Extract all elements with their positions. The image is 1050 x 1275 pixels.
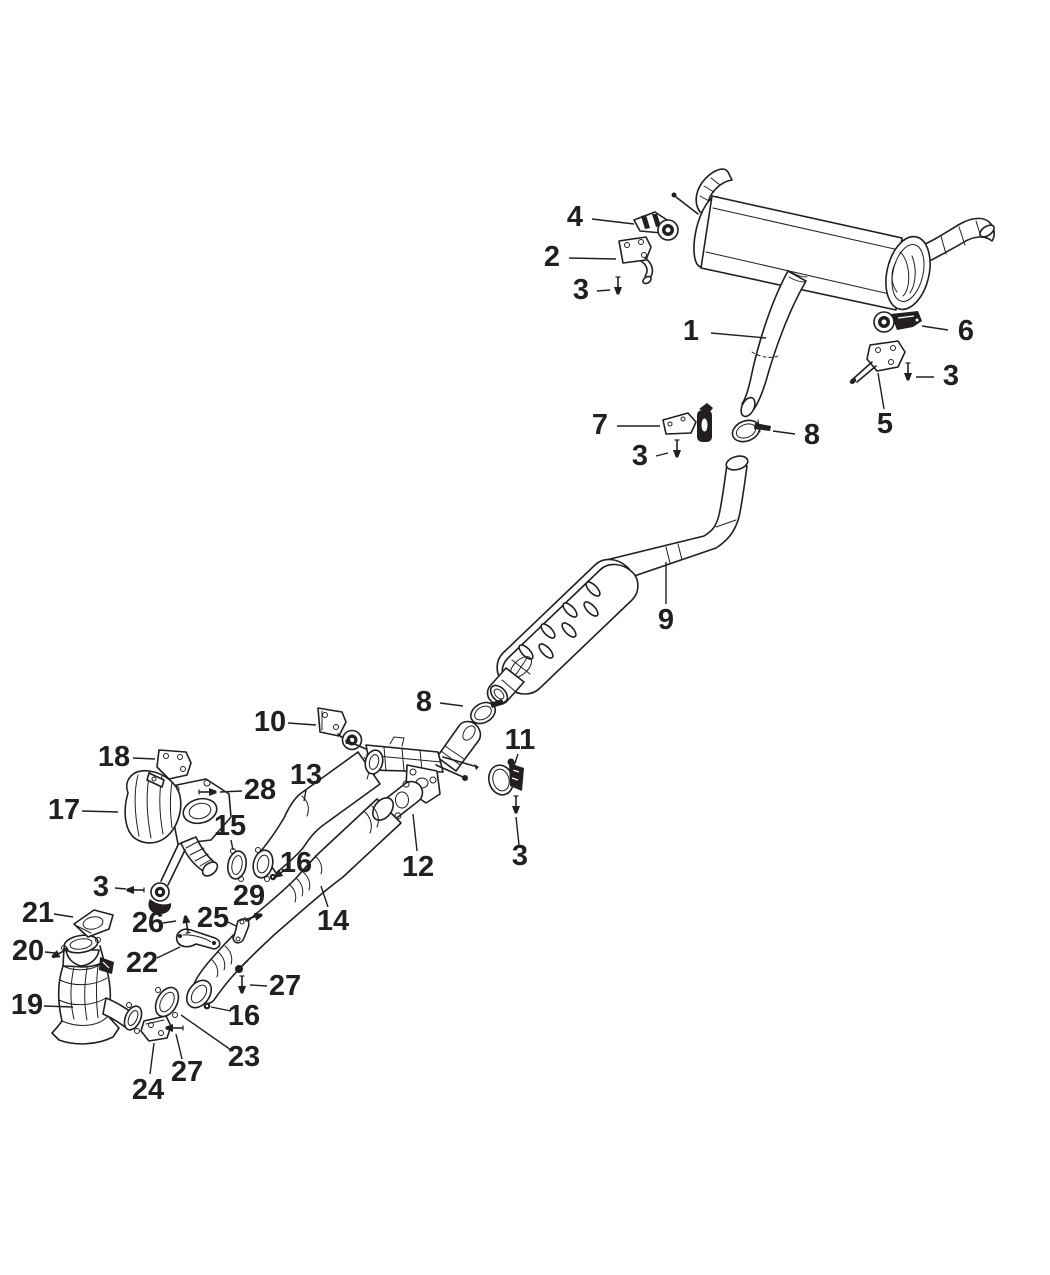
screw-3-mid [672, 439, 682, 459]
leader-line-26 [162, 920, 177, 924]
callout-16: 16 [228, 1000, 260, 1032]
callout-12: 12 [402, 851, 434, 883]
isolator-bracket-10 [317, 707, 363, 751]
callout-27: 27 [269, 970, 301, 1002]
leader-line-1 [710, 332, 767, 339]
leader-line-24 [149, 1042, 155, 1075]
strap-25 [232, 918, 250, 944]
callout-6: 6 [958, 315, 974, 347]
callout-5: 5 [877, 408, 893, 440]
callout-8: 8 [804, 419, 820, 451]
leader-line-10 [287, 722, 317, 726]
leader-line-19 [43, 1005, 74, 1008]
callout-24: 24 [132, 1074, 164, 1106]
muffler-assembly [671, 168, 995, 418]
leader-line-6 [921, 325, 949, 331]
gasket-23 [154, 986, 180, 1018]
support-bracket-5 [849, 340, 906, 384]
leader-line-18 [132, 757, 156, 760]
callout-21: 21 [22, 897, 54, 929]
callout-13: 13 [290, 759, 322, 791]
leader-line-12 [412, 813, 418, 852]
screw-3-left [125, 885, 145, 895]
leader-line-17 [81, 810, 119, 813]
callout-7: 7 [592, 409, 608, 441]
callout-3: 3 [943, 360, 959, 392]
converter-19 [51, 934, 143, 1045]
callout-20: 20 [12, 935, 44, 967]
callout-18: 18 [98, 741, 130, 773]
leader-line-27 [249, 984, 268, 987]
isolator-bracket-4 [633, 211, 679, 241]
band-clamp-8-lower [469, 699, 504, 725]
callout-3: 3 [512, 840, 528, 872]
leader-line-3 [515, 816, 520, 846]
isolator-6 [873, 311, 922, 333]
clamp-11 [487, 758, 524, 796]
callout-19: 19 [11, 989, 43, 1021]
converter-shield-17 [124, 769, 232, 915]
support-bracket-2 [618, 236, 654, 285]
callout-3: 3 [632, 440, 648, 472]
callout-4: 4 [567, 201, 583, 233]
leader-line-3 [655, 452, 669, 457]
leader-arrowhead [272, 869, 284, 879]
screw-3-right [903, 362, 913, 382]
leader-line-13 [303, 789, 307, 802]
leader-line-16 [210, 1006, 232, 1012]
leader-line-11 [511, 753, 519, 773]
callout-15: 15 [214, 810, 246, 842]
leader-line-23 [180, 1014, 232, 1051]
callout-2: 2 [544, 241, 560, 273]
hanger-bracket-7 [662, 403, 713, 442]
callout-8: 8 [416, 686, 432, 718]
leader-line-5 [877, 372, 885, 410]
callout-layer: 1234563738981011312131415161617181920212… [11, 201, 974, 1106]
leader-line-22 [156, 946, 181, 959]
callout-9: 9 [658, 604, 674, 636]
front-pipe-14 [185, 797, 402, 1009]
callout-27: 27 [171, 1056, 203, 1088]
leader-line-28 [219, 790, 243, 793]
leader-line-27 [175, 1033, 183, 1060]
callout-16: 16 [280, 847, 312, 879]
callout-22: 22 [126, 947, 158, 979]
screw-3-junction [511, 795, 521, 815]
callout-26: 26 [132, 907, 164, 939]
leader-line-15 [230, 839, 234, 851]
nut-16-lower [203, 1002, 211, 1010]
gasket-15 [227, 848, 247, 882]
callout-23: 23 [228, 1041, 260, 1073]
leader-line-14 [320, 885, 329, 908]
leader-line-21 [53, 913, 74, 918]
callout-11: 11 [505, 724, 536, 756]
leader-line-2 [568, 257, 617, 260]
callout-14: 14 [317, 905, 349, 937]
leader-line-8 [439, 702, 464, 707]
resonator-pipe-9 [486, 455, 749, 706]
callout-3: 3 [93, 871, 109, 903]
callout-10: 10 [254, 706, 286, 738]
callout-1: 1 [683, 315, 699, 347]
callout-3: 3 [573, 274, 589, 306]
bracket-18 [146, 749, 192, 788]
leader-line-8 [772, 430, 796, 435]
callout-28: 28 [244, 774, 276, 806]
callout-25: 25 [197, 902, 229, 934]
leader-line-25 [227, 921, 237, 927]
callout-29: 29 [233, 880, 265, 912]
leader-line-3 [114, 887, 127, 890]
stud-27-upper [237, 975, 247, 995]
band-clamp-8-upper [731, 419, 771, 443]
leader-line-20 [44, 951, 56, 954]
callout-17: 17 [48, 794, 80, 826]
gasket-21 [73, 909, 114, 938]
leader-line-4 [591, 218, 635, 225]
leader-line-3 [596, 289, 611, 292]
screw-3-upper [613, 276, 623, 296]
bracket-24 [140, 1015, 172, 1042]
bracket-22 [175, 928, 221, 950]
